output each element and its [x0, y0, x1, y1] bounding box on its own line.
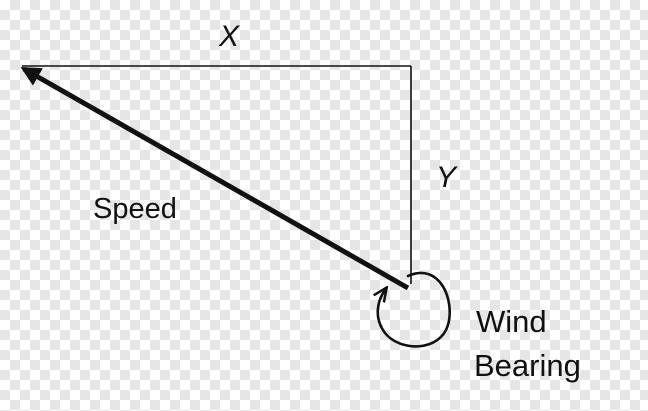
wind-bearing-curl-arrow [378, 271, 451, 348]
bearing-label: Bearing [474, 348, 581, 383]
x-label: X [219, 20, 240, 53]
speed-vector-arrow [20, 66, 410, 291]
speed-label: Speed [93, 193, 177, 225]
wind-label: Wind [476, 304, 547, 339]
y-label: Y [436, 161, 457, 194]
